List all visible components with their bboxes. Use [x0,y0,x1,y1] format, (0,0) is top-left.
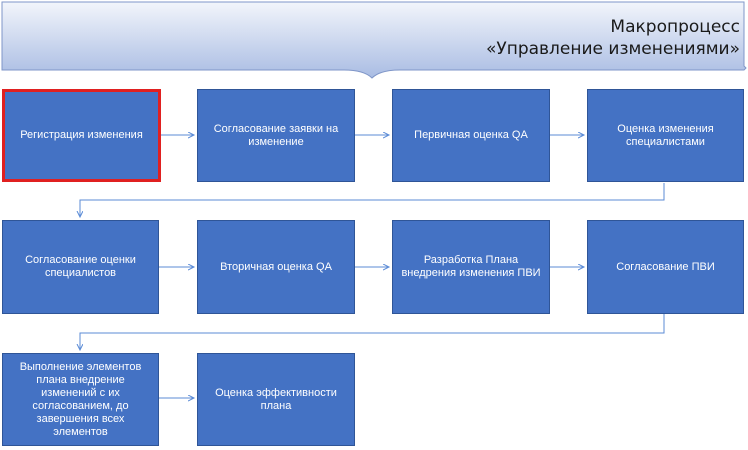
step-4-box[interactable]: Оценка изменения специалистами [587,89,744,182]
page-title: Макропроцесс «Управление изменениями» [486,16,740,60]
step-3-label: Первичная оценка QA [414,129,528,141]
step-1-label: Регистрация изменения [20,129,143,141]
step-6-box[interactable]: Вторичная оценка QA [197,220,355,314]
step-4-label: Оценка изменения специалистами [617,122,714,148]
title-line-1: Макропроцесс [610,17,740,37]
arrow-8-9 [80,314,665,350]
step-8-box[interactable]: Согласование ПВИ [587,220,744,314]
step-5-box[interactable]: Согласование оценки специалистов [2,220,159,314]
title-line-2: «Управление изменениями» [485,39,740,59]
step-7-label: Разработка Плана внедрения изменения ПВИ [401,254,541,279]
step-7-box[interactable]: Разработка Плана внедрения изменения ПВИ [392,220,550,314]
step-6-label: Вторичная оценка QA [220,260,332,273]
arrow-4-5 [80,183,665,217]
step-2-label: Согласование заявки на изменение [213,122,339,148]
step-3-box[interactable]: Первичная оценка QA [392,89,550,182]
banner-shape [1,1,747,79]
step-8-label: Согласование ПВИ [616,260,715,273]
step-9-label: Выполнение элементов плана внедрение изм… [19,360,142,438]
step-5-label: Согласование оценки специалистов [25,254,136,279]
step-2-box[interactable]: Согласование заявки на изменение [197,89,355,182]
step-9-box[interactable]: Выполнение элементов плана внедрение изм… [2,353,159,446]
step-10-box[interactable]: Оценка эффективности плана [197,353,355,446]
header-banner: Макропроцесс «Управление изменениями» [0,0,748,90]
step-1-box[interactable]: Регистрация изменения [2,89,161,182]
step-10-label: Оценка эффективности плана [215,386,337,412]
